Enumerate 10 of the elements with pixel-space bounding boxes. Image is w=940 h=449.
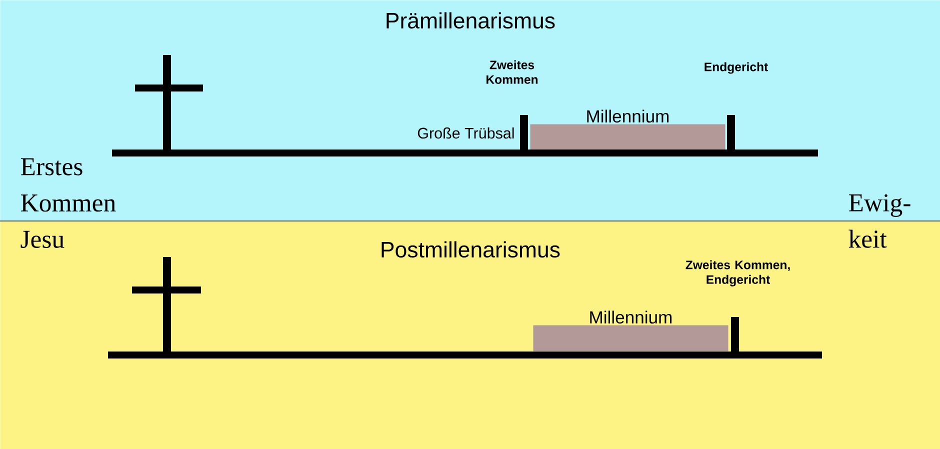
event-label: Zweites Kommen — [486, 60, 538, 84]
side-label: Ewig- keit — [848, 194, 910, 248]
node-label: Millennium — [590, 310, 672, 324]
millennium-bar: Millennium — [530, 110, 726, 150]
node-label: Millennium — [587, 110, 669, 123]
event-label: Zweites Kommen, Endgericht — [686, 260, 790, 286]
millennium-bar: Millennium — [533, 310, 728, 352]
event-label: Endgericht — [704, 62, 768, 74]
event-label: Große Trübsal — [418, 127, 514, 139]
side-label: Erstes Kommen Jesu — [20, 158, 116, 248]
